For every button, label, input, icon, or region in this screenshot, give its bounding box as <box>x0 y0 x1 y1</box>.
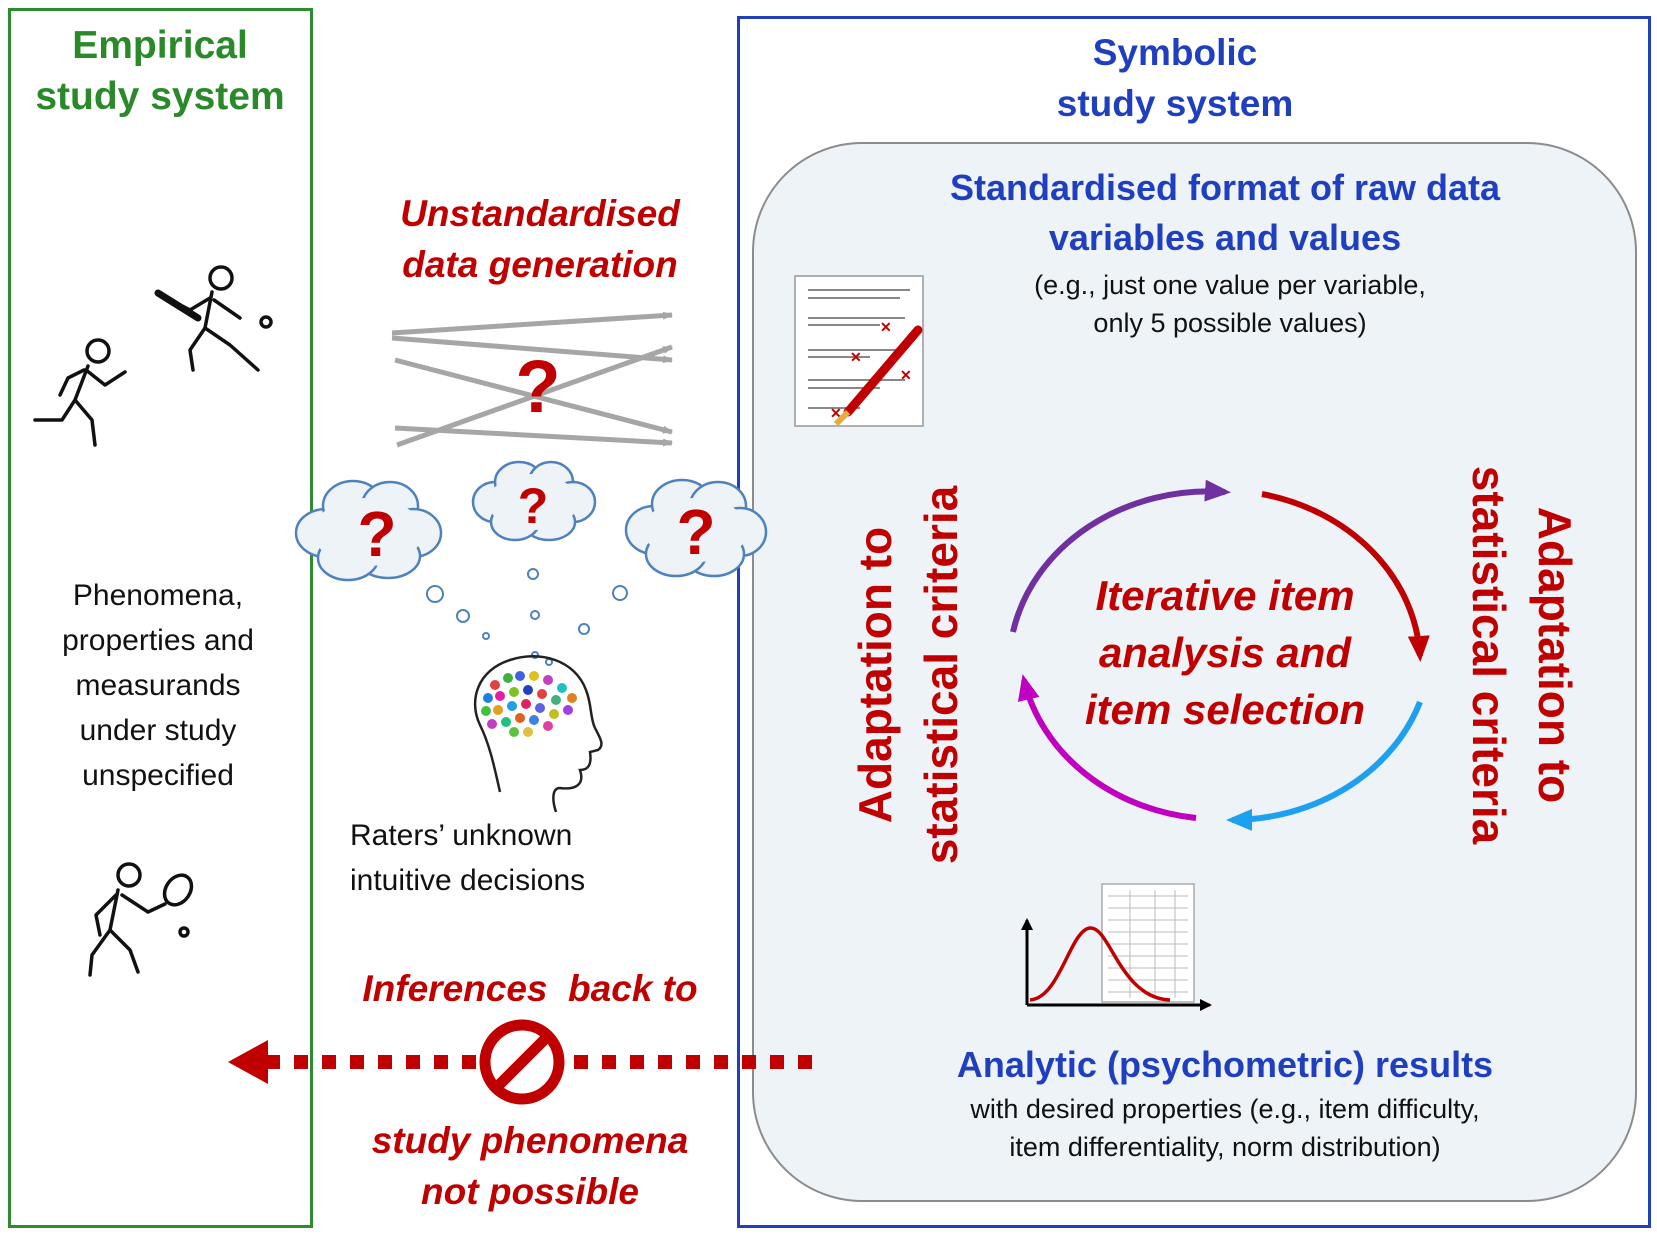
empirical-title: Empirical study system <box>35 24 285 118</box>
results-heading: Analytic (psychometric) results <box>956 1044 1494 1085</box>
cycle-label: Iterative item analysis and item selecti… <box>1084 572 1366 733</box>
brain-head-icon <box>473 655 603 813</box>
question-mark-cloud-3: ? <box>676 496 715 568</box>
thought-cloud-icon <box>294 460 768 582</box>
results-detail: with desired properties (e.g., item diff… <box>970 1094 1480 1162</box>
data-generation-label: Unstandardised data generation <box>400 193 680 285</box>
inferences-label: Inferences back to <box>362 968 698 1009</box>
empirical-system-frame <box>8 8 313 1228</box>
runner-icon <box>33 338 127 447</box>
svg-text:✕: ✕ <box>880 319 892 335</box>
cycle-arrow-purple <box>1010 479 1231 633</box>
question-mark-cloud-2: ? <box>518 478 549 534</box>
cricket-batter-icon <box>154 265 273 372</box>
symbolic-system-frame <box>737 16 1651 1228</box>
thought-bubbles <box>426 568 628 666</box>
questionnaire-icon: ✕ ✕ ✕ ✕ <box>794 275 924 427</box>
tennis-player-icon <box>88 862 194 977</box>
symbolic-title: Symbolic study system <box>1056 32 1294 124</box>
cycle-arrow-magenta <box>1017 674 1197 821</box>
format-heading: Standardised format of raw data variable… <box>949 167 1501 258</box>
inference-arrowhead <box>228 1040 268 1084</box>
not-possible-label: study phenomena not possible <box>371 1120 689 1212</box>
crossing-arrows <box>391 311 673 448</box>
raters-label: Raters’ unknown intuitive decisions <box>350 819 586 897</box>
question-marks: ? ? ? ? <box>357 345 715 570</box>
svg-text:✕: ✕ <box>830 405 842 421</box>
cycle-arrow-blue <box>1226 700 1423 831</box>
empirical-description: Phenomena, properties and measurands und… <box>62 579 254 792</box>
inference-arrow <box>228 1040 812 1084</box>
format-example: (e.g., just one value per variable, only… <box>1034 270 1426 338</box>
svg-text:✕: ✕ <box>850 349 862 365</box>
brain-dots <box>481 671 577 737</box>
cycle-arrows <box>1010 479 1430 831</box>
cycle-arrow-red <box>1261 491 1430 662</box>
normal-distribution-icon <box>1021 883 1212 1011</box>
question-mark-arrows: ? <box>515 345 560 428</box>
question-mark-cloud-1: ? <box>357 498 396 570</box>
svg-text:✕: ✕ <box>900 367 912 383</box>
prohibition-icon <box>479 1019 565 1105</box>
